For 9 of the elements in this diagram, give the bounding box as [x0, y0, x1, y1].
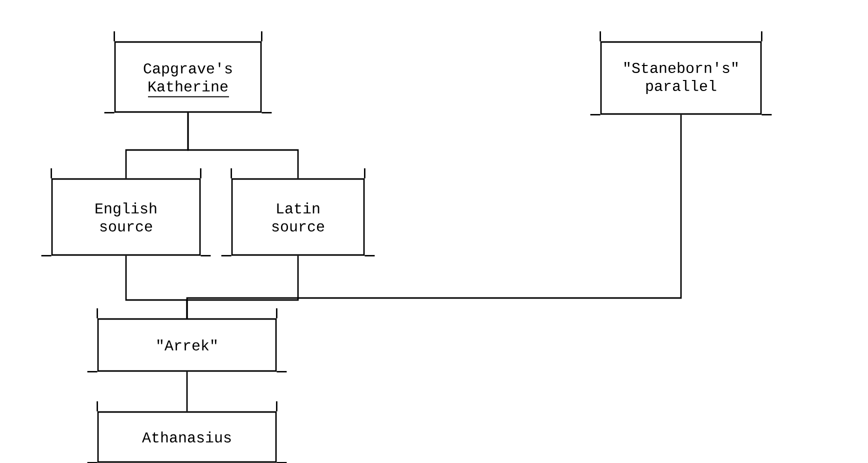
connector-line: [187, 112, 299, 178]
connector-line: [186, 114, 682, 318]
manuscript-box: "Arrek": [87, 308, 287, 372]
manuscript-box: English source: [41, 168, 211, 256]
manuscript-box: Latin source: [221, 168, 375, 256]
manuscript-box: Athanasius: [87, 401, 287, 463]
manuscript-box: Capgrave's Katherine: [104, 31, 272, 114]
connector-line: [186, 372, 188, 412]
manuscript-box: "Staneborn's" parallel: [590, 31, 772, 116]
